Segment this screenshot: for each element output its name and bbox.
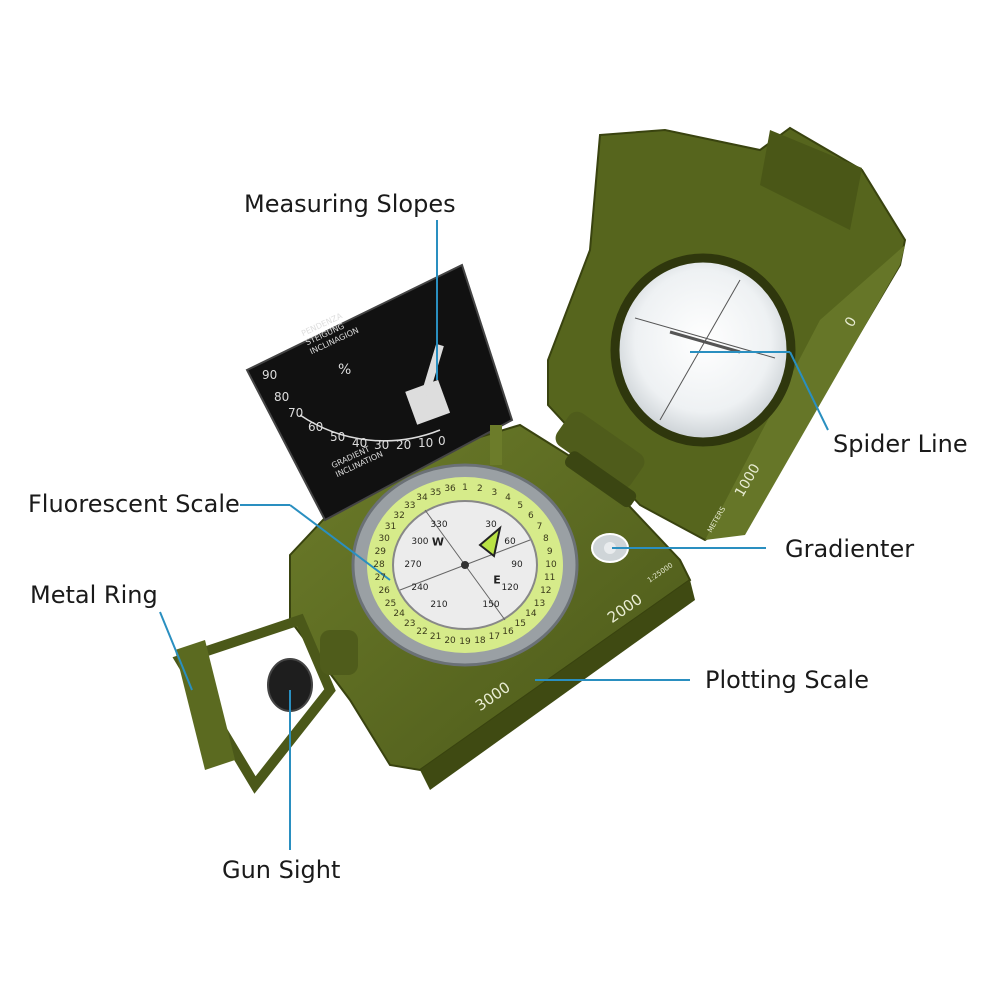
clinometer-tick-30: 30: [374, 438, 390, 452]
clinometer-tick-70: 70: [288, 406, 304, 420]
hinge: [555, 411, 645, 508]
label-gun-sight: Gun Sight: [222, 856, 341, 884]
clinometer-degree-scale: 90 80 70 60 50 40 30 20 10 0: [258, 368, 448, 452]
clinometer-tick-50: 50: [330, 430, 346, 444]
compass-capsule: [351, 463, 579, 667]
clinometer-tick-60: 60: [308, 420, 324, 434]
label-spider-line: Spider Line: [833, 430, 968, 458]
gun-sight: [172, 613, 358, 794]
clinometer-tick-40: 40: [352, 436, 368, 450]
clinometer-tick-10: 10: [418, 436, 434, 450]
clinometer-tick-90: 90: [262, 368, 278, 382]
clinometer-tick-80: 80: [274, 390, 290, 404]
label-measuring-slopes: Measuring Slopes: [244, 190, 456, 218]
clinometer-tick-20: 20: [396, 438, 412, 452]
leader-fluorescent-scale-b: [289, 504, 391, 581]
mirror-lid: [547, 126, 907, 542]
gradienter: [591, 533, 629, 563]
sight-post: [490, 425, 502, 465]
clinometer-percent: %: [338, 362, 352, 378]
pivot: [461, 561, 469, 569]
label-plotting-scale: Plotting Scale: [705, 666, 869, 694]
leader-metal-ring: [159, 611, 193, 691]
north-arrow: [478, 525, 502, 558]
clinometer-tick-0: 0: [438, 434, 446, 448]
label-fluorescent-scale: Fluorescent Scale: [28, 490, 240, 518]
leader-lines: [159, 220, 829, 850]
label-metal-ring: Metal Ring: [30, 581, 158, 609]
sighting-lens: [610, 253, 796, 447]
label-gradienter: Gradienter: [785, 535, 915, 563]
leader-spider-line-b: [789, 351, 829, 431]
